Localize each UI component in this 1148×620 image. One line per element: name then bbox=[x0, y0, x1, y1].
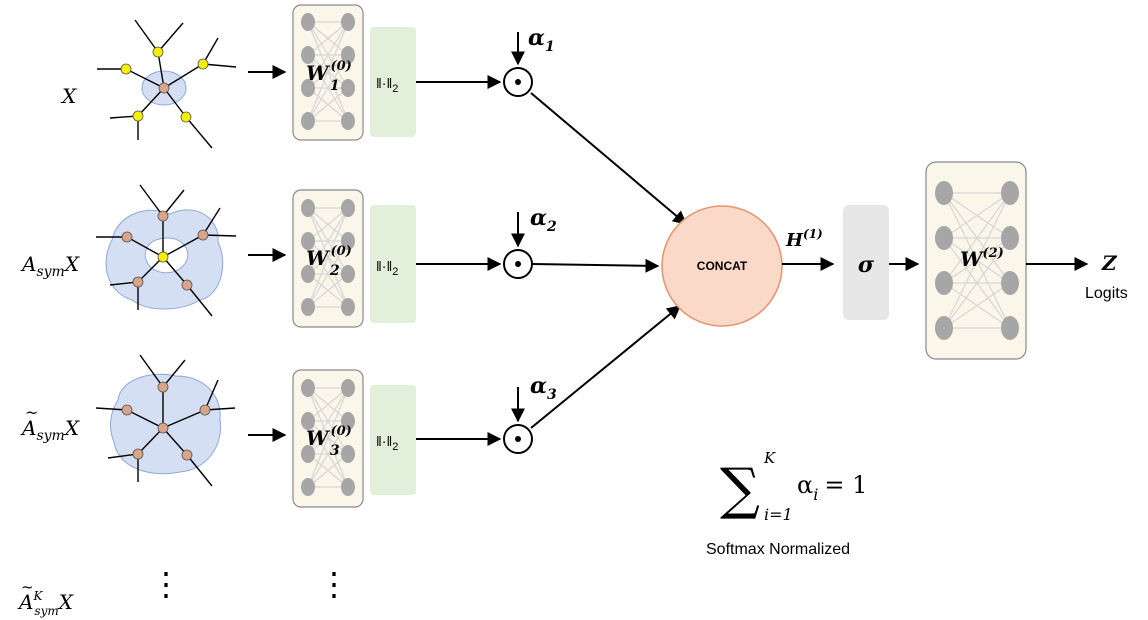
row-1-norm-box: ‖·‖2 bbox=[370, 27, 416, 137]
row-1-multiply-node bbox=[503, 67, 533, 97]
sum-lower-limit: i=1 bbox=[764, 505, 793, 524]
row-3-graph bbox=[95, 354, 236, 487]
row-3-alpha-label: α3 bbox=[530, 373, 557, 403]
row-1-input-label: X bbox=[60, 84, 77, 108]
logits-label: Logits bbox=[1085, 285, 1128, 302]
row-2-arrow-to-concat bbox=[531, 258, 660, 273]
output-label: Z bbox=[1101, 251, 1118, 275]
neighbor-node bbox=[121, 231, 133, 243]
row-3-weight-label: W(0)3 bbox=[306, 424, 352, 459]
row-1: X bbox=[60, 4, 688, 225]
sum-upper-limit: K bbox=[763, 449, 776, 467]
row-2-alpha-label: α2 bbox=[530, 205, 557, 235]
row-2-norm-label: ‖·‖2 bbox=[376, 258, 398, 278]
output-weight-label: W(2) bbox=[960, 246, 1004, 271]
neighbor-node bbox=[152, 46, 164, 58]
softmax-constraint: ∑ K i=1 αi= 1 bbox=[720, 449, 867, 524]
row-3-input-label: AsymX bbox=[20, 416, 80, 444]
row-3-norm-label: ‖·‖2 bbox=[376, 433, 398, 453]
row-1-norm-label: ‖·‖2 bbox=[376, 75, 398, 95]
nn-continuation-dots: ⋮ bbox=[318, 566, 350, 602]
row-1-weight-label: W(0)1 bbox=[306, 59, 352, 94]
sum-term: αi= 1 bbox=[797, 471, 867, 504]
row-1-nn-box: W(0)1 bbox=[292, 4, 364, 141]
row-2: AsymX bbox=[20, 184, 660, 328]
neighbor-node bbox=[132, 276, 144, 288]
neighbor-node bbox=[199, 404, 211, 416]
row-2-weight-label: W(0)2 bbox=[306, 244, 352, 279]
hidden-label: H(1) bbox=[785, 227, 823, 251]
graph-continuation-dots: ⋮ bbox=[150, 566, 182, 602]
row-1-alpha-label: α1 bbox=[528, 25, 555, 55]
row-2-input-label: AsymX bbox=[20, 252, 80, 280]
row-3-multiply-node bbox=[503, 424, 533, 454]
center-node bbox=[157, 251, 169, 263]
row-3-nn-box: W(0)3 bbox=[292, 369, 364, 508]
neighbor-node bbox=[157, 381, 169, 393]
neighbor-node bbox=[157, 210, 169, 222]
activation-box: σ bbox=[843, 205, 889, 320]
output-nn-box: W(2) bbox=[925, 161, 1027, 360]
neighbor-node bbox=[132, 448, 144, 460]
row-1-graph bbox=[97, 19, 237, 149]
row-2-graph bbox=[96, 184, 237, 317]
center-node bbox=[158, 82, 170, 94]
neighbor-node bbox=[121, 404, 133, 416]
row-2-nn-box: W(0)2 bbox=[292, 189, 364, 328]
neighbor-node bbox=[132, 110, 144, 122]
neighbor-node bbox=[197, 58, 209, 70]
row-3-norm-box: ‖·‖2 bbox=[370, 385, 416, 495]
row-1-arrow-to-concat bbox=[530, 92, 688, 225]
neighbor-node bbox=[197, 229, 209, 241]
row-k-tilde: ~ bbox=[21, 578, 34, 596]
concat-node: CONCAT bbox=[661, 205, 783, 327]
row-2-multiply-node bbox=[503, 249, 533, 279]
neighbor-node bbox=[180, 111, 192, 123]
row-3-tilde: ~ bbox=[25, 403, 38, 422]
softmax-caption: Softmax Normalized bbox=[706, 541, 850, 558]
neighbor-node bbox=[120, 63, 132, 75]
center-node bbox=[157, 422, 169, 434]
concat-label: CONCAT bbox=[697, 259, 748, 273]
row-2-norm-box: ‖·‖2 bbox=[370, 205, 416, 323]
sum-symbol: ∑ bbox=[720, 457, 760, 522]
row-3-arrow-to-concat bbox=[530, 305, 682, 429]
row-3: AsymX ~ bbox=[20, 305, 682, 508]
activation-label: σ bbox=[858, 252, 875, 278]
neighbor-node bbox=[181, 279, 193, 291]
neighbor-node bbox=[181, 449, 193, 461]
